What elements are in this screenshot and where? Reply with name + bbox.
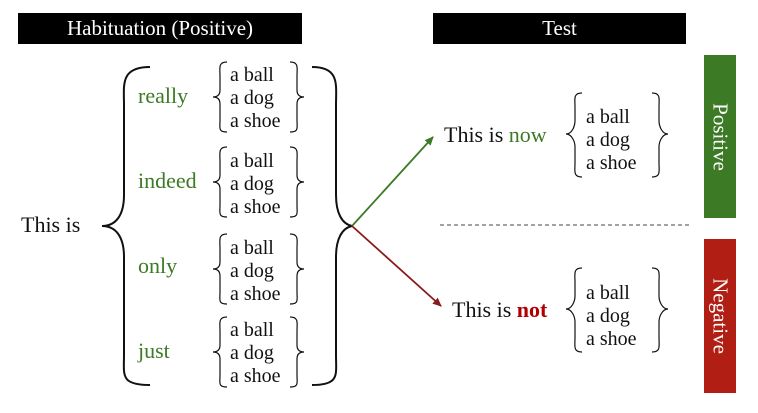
stem-text: This is <box>21 212 81 237</box>
positive-side-text: Positive <box>708 102 733 171</box>
list-item: a ball <box>230 319 274 341</box>
list-item: a dog <box>586 129 630 151</box>
list-item: a shoe <box>230 196 281 218</box>
list-item: a shoe <box>230 110 281 132</box>
adverb-indeed: indeed <box>138 168 197 193</box>
list-item: a shoe <box>230 283 281 305</box>
list-item: a dog <box>230 342 274 364</box>
list-item: a ball <box>586 282 630 304</box>
test-header: Test <box>433 13 686 44</box>
list-item: a dog <box>230 260 274 282</box>
list-item: a ball <box>230 64 274 86</box>
group-braces <box>212 61 305 388</box>
negative-side-label: Negative <box>704 239 736 393</box>
list-item: a ball <box>230 237 274 259</box>
positive-arrow <box>351 136 434 227</box>
test-negative-word: not <box>516 297 548 322</box>
test-positive-word: now <box>508 122 547 147</box>
big-right-brace <box>311 66 353 386</box>
list-item: a dog <box>230 173 274 195</box>
list-item: a shoe <box>230 365 281 387</box>
list-item: a dog <box>230 87 274 109</box>
adverb-only: only <box>138 253 178 278</box>
test-negative-prefix: This is <box>452 297 512 322</box>
test-braces <box>565 92 669 353</box>
list-item: a dog <box>586 305 630 327</box>
list-item: a ball <box>230 150 274 172</box>
negative-arrow <box>351 225 442 307</box>
test-positive-prefix: This is <box>444 122 504 147</box>
negative-side-text: Negative <box>708 278 733 354</box>
test-negative-sentence: This is not <box>452 299 547 321</box>
adverb-really: really <box>138 83 189 108</box>
positive-side-label: Positive <box>704 55 736 218</box>
habituation-header: Habituation (Positive) <box>18 13 302 44</box>
big-left-brace <box>101 66 151 386</box>
list-item: a shoe <box>586 152 637 174</box>
adverb-just: just <box>138 338 170 363</box>
list-item: a shoe <box>586 328 637 350</box>
test-positive-sentence: This is now <box>444 124 547 146</box>
list-item: a ball <box>586 106 630 128</box>
